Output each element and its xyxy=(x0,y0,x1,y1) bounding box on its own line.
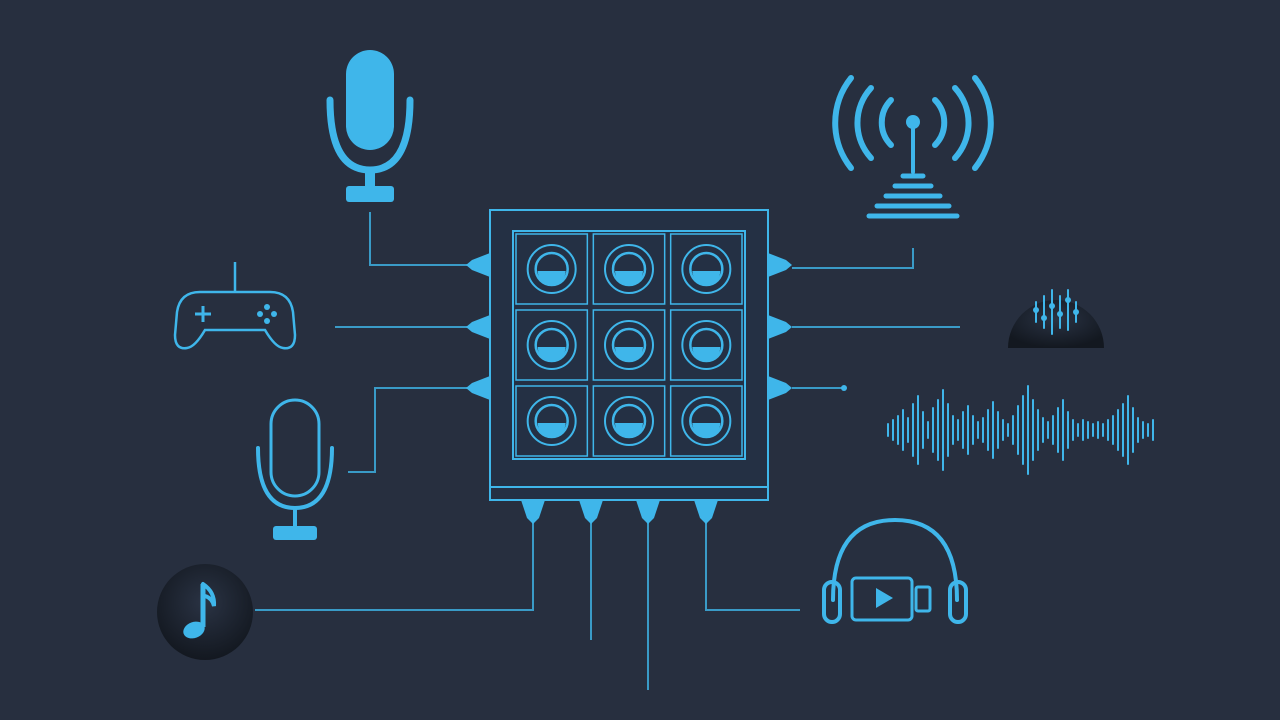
hub-mixer xyxy=(466,209,792,524)
hub-port-bottom xyxy=(636,500,660,524)
hub-port-right xyxy=(768,253,792,277)
hub-knob-cell xyxy=(669,233,743,305)
equalizer-badge-icon xyxy=(1008,289,1104,348)
link-antenna xyxy=(792,248,914,269)
hub-knob-cell xyxy=(515,309,589,381)
hub-port-left xyxy=(466,253,490,277)
hub-port-right xyxy=(768,376,792,400)
audio-waveform-icon xyxy=(887,385,1154,475)
headphones-video-icon xyxy=(822,517,968,624)
music-note-icon xyxy=(157,564,253,660)
hub-knob-cell xyxy=(669,309,743,381)
hub-knob-cell xyxy=(592,385,666,457)
hub-port-bottom xyxy=(694,500,718,524)
hub-port-bottom xyxy=(579,500,603,524)
link-headphones xyxy=(705,520,800,611)
link-mic-top xyxy=(369,212,470,266)
hub-port-bottom xyxy=(521,500,545,524)
arrow-dot xyxy=(841,385,847,391)
hub-knob-cell xyxy=(669,385,743,457)
hub-port-left xyxy=(466,315,490,339)
link-mic-outline xyxy=(348,387,470,473)
game-controller-icon xyxy=(173,262,297,350)
microphone-outline-icon xyxy=(256,398,334,540)
hub-knob-cell xyxy=(592,233,666,305)
hub-knob-cell xyxy=(515,385,589,457)
hub-ports xyxy=(466,253,792,524)
hub-port-right xyxy=(768,315,792,339)
connection-lines xyxy=(255,212,960,690)
hub-port-left xyxy=(466,376,490,400)
link-music-badge xyxy=(255,520,534,611)
microphone-filled-icon xyxy=(326,50,414,202)
broadcast-antenna-icon xyxy=(832,75,994,219)
hub-knob-grid xyxy=(515,233,743,457)
hub-knob-cell xyxy=(592,309,666,381)
hub-knob-cell xyxy=(515,233,589,305)
